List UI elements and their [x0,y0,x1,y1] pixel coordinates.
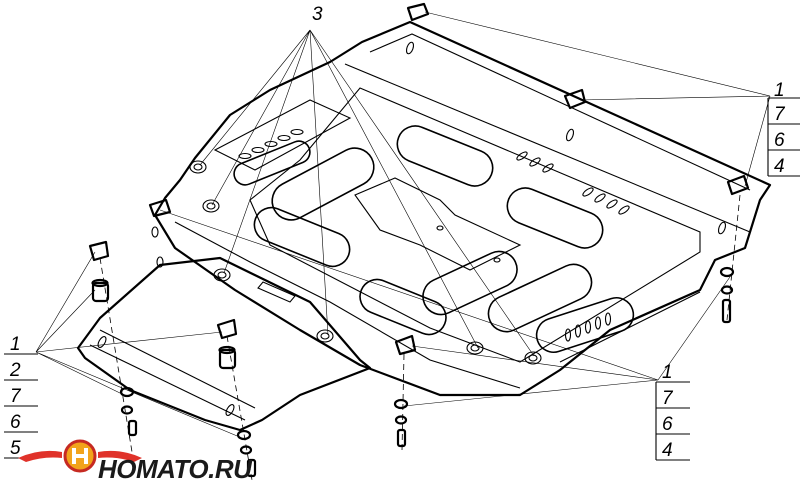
callout-label: 6 [774,130,785,151]
callout-label: 7 [662,388,674,409]
leader-lines [35,11,771,439]
logo-text: HOMATO.RU [98,454,253,484]
callout-label: 7 [10,386,22,407]
callout-label: 5 [10,438,21,459]
callout-label: 4 [774,156,785,177]
logo-wing-icon [98,450,142,462]
callout-label: 4 [662,440,673,461]
plate-mount-holes [189,41,727,365]
callout-stack-left: 1 2 7 6 5 [4,334,38,459]
callout-top: 3 [312,4,323,25]
callout-stack-right-lower: 1 7 6 4 [655,362,690,461]
front-skid-plate [76,226,372,432]
plate-openings [253,125,635,353]
callout-label: 7 [774,104,786,125]
callout-label: 6 [662,414,673,435]
callout-label-top: 3 [312,4,323,25]
main-skid-plate [153,20,772,397]
callout-label: 1 [662,362,673,383]
logo-wing-icon [18,450,62,462]
callout-label: 6 [10,412,21,433]
callout-stack-right-upper: 1 7 6 4 [767,80,800,177]
fasteners [88,2,750,481]
callout-label: 2 [9,360,21,381]
ventilation-louvers [233,128,630,342]
callout-label: 1 [10,334,21,355]
callout-label: 1 [774,80,785,101]
homato-logo: HOMATO.RU [18,439,254,484]
